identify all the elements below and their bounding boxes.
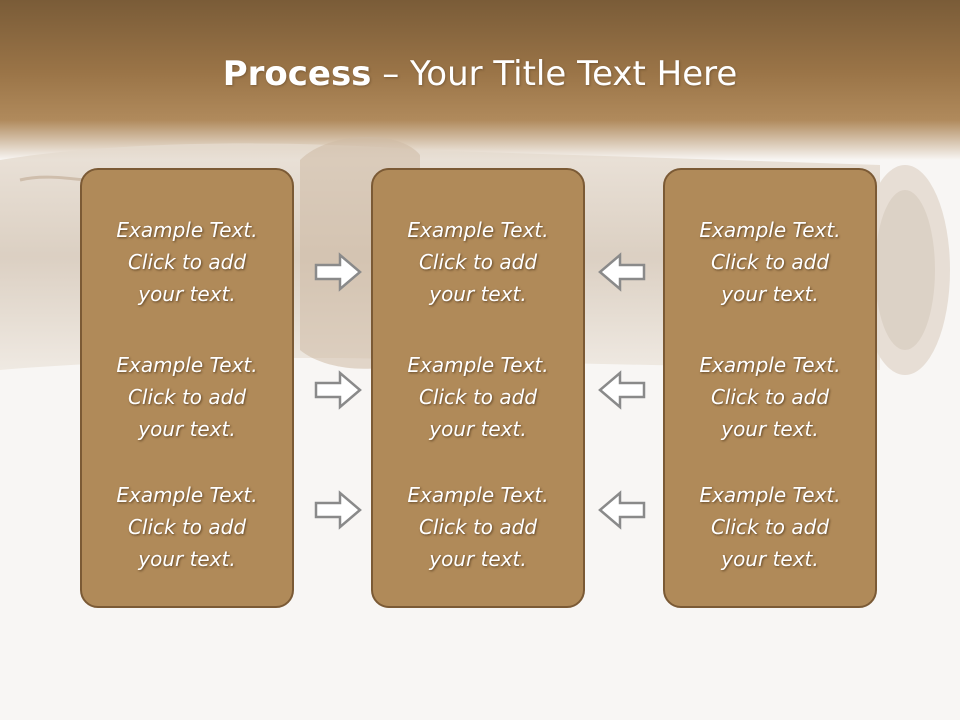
left-arrow-icon [598,490,646,530]
text-line: Example Text. [116,353,258,377]
process-box-right: Example Text. Click to add your text. Ex… [663,168,877,608]
text-line: your text. [721,282,819,306]
process-box-center: Example Text. Click to add your text. Ex… [371,168,585,608]
text-placeholder[interactable]: Example Text. Click to add your text. [373,214,583,310]
text-line: Click to add [418,515,538,539]
text-placeholder[interactable]: Example Text. Click to add your text. [373,349,583,445]
text-line: your text. [138,282,236,306]
text-line: your text. [721,417,819,441]
text-line: Example Text. [699,353,841,377]
text-placeholder[interactable]: Example Text. Click to add your text. [373,479,583,575]
text-line: Click to add [418,385,538,409]
left-arrow-icon [598,252,646,292]
text-line: Example Text. [699,218,841,242]
text-line: Click to add [418,250,538,274]
text-line: Click to add [710,515,830,539]
text-line: Example Text. [407,353,549,377]
text-line: Example Text. [116,218,258,242]
text-line: Click to add [710,385,830,409]
text-placeholder[interactable]: Example Text. Click to add your text. [82,349,292,445]
text-placeholder[interactable]: Example Text. Click to add your text. [665,479,875,575]
right-arrow-icon [314,490,362,530]
text-placeholder[interactable]: Example Text. Click to add your text. [82,479,292,575]
text-line: Example Text. [407,483,549,507]
text-line: Click to add [127,515,247,539]
text-placeholder[interactable]: Example Text. Click to add your text. [665,349,875,445]
slide-title: Process – Your Title Text Here [0,52,960,96]
text-line: Click to add [127,250,247,274]
text-line: your text. [429,282,527,306]
right-arrow-icon [314,370,362,410]
text-line: your text. [138,547,236,571]
text-line: Click to add [710,250,830,274]
text-line: Click to add [127,385,247,409]
right-arrow-icon [314,252,362,292]
process-box-left: Example Text. Click to add your text. Ex… [80,168,294,608]
text-line: your text. [429,417,527,441]
text-line: Example Text. [407,218,549,242]
text-placeholder[interactable]: Example Text. Click to add your text. [82,214,292,310]
text-line: your text. [721,547,819,571]
title-bold: Process [222,54,372,94]
left-arrow-icon [598,370,646,410]
header-band [0,0,960,160]
text-placeholder[interactable]: Example Text. Click to add your text. [665,214,875,310]
text-line: Example Text. [699,483,841,507]
title-rest: – Your Title Text Here [371,54,738,94]
text-line: your text. [138,417,236,441]
text-line: your text. [429,547,527,571]
text-line: Example Text. [116,483,258,507]
